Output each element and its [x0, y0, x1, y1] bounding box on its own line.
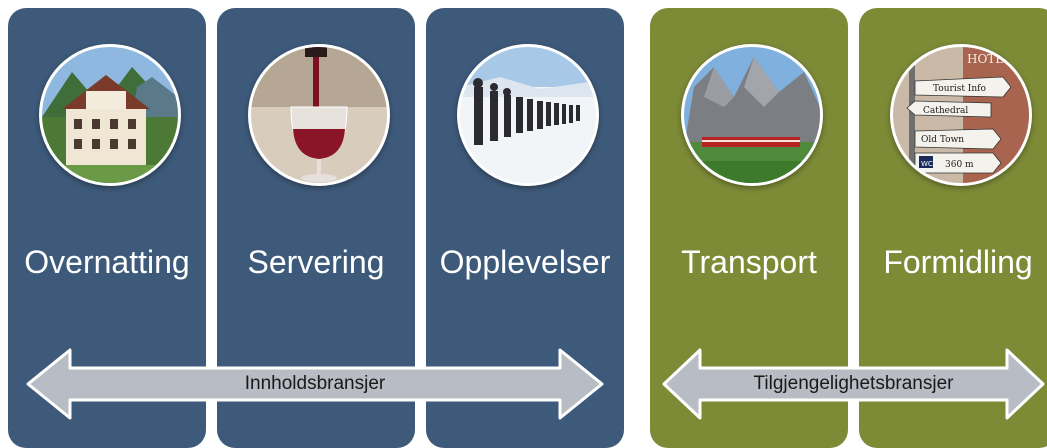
category-label-transport: Transport: [681, 244, 817, 280]
category-label-opplevelser: Opplevelser: [439, 244, 611, 280]
category-label-overnatting: Overnatting: [24, 244, 190, 280]
panel-overnatting: Overnatting: [8, 8, 206, 448]
category-label-formidling: Formidling: [883, 244, 1033, 280]
svg-text:HOTEL: HOTEL: [967, 52, 1012, 66]
svg-text:360 m: 360 m: [945, 160, 974, 170]
category-label-servering: Servering: [247, 244, 385, 280]
access-industries-arrow: Tilgjengelighetsbransjer: [662, 348, 1045, 420]
wine-glass-photo: [248, 44, 390, 186]
svg-text:Old Town: Old Town: [921, 135, 964, 145]
svg-text:Tourist Info: Tourist Info: [933, 84, 986, 94]
hotel-photo: [39, 44, 181, 186]
hikers-in-snow-photo: [457, 44, 599, 186]
svg-text:WC: WC: [921, 160, 933, 168]
content-industries-arrow: Innholdsbransjer: [26, 348, 604, 420]
svg-text:Cathedral: Cathedral: [923, 106, 968, 116]
arrow-label-tilgjengelighetsbransjer: Tilgjengelighetsbransjer: [753, 373, 954, 394]
signpost-photo: HOTEL Tourist Info Cathedral Old Town WC…: [890, 44, 1032, 186]
arrow-label-innholdsbransjer: Innholdsbransjer: [244, 373, 386, 394]
train-in-mountains-photo: [681, 44, 823, 186]
